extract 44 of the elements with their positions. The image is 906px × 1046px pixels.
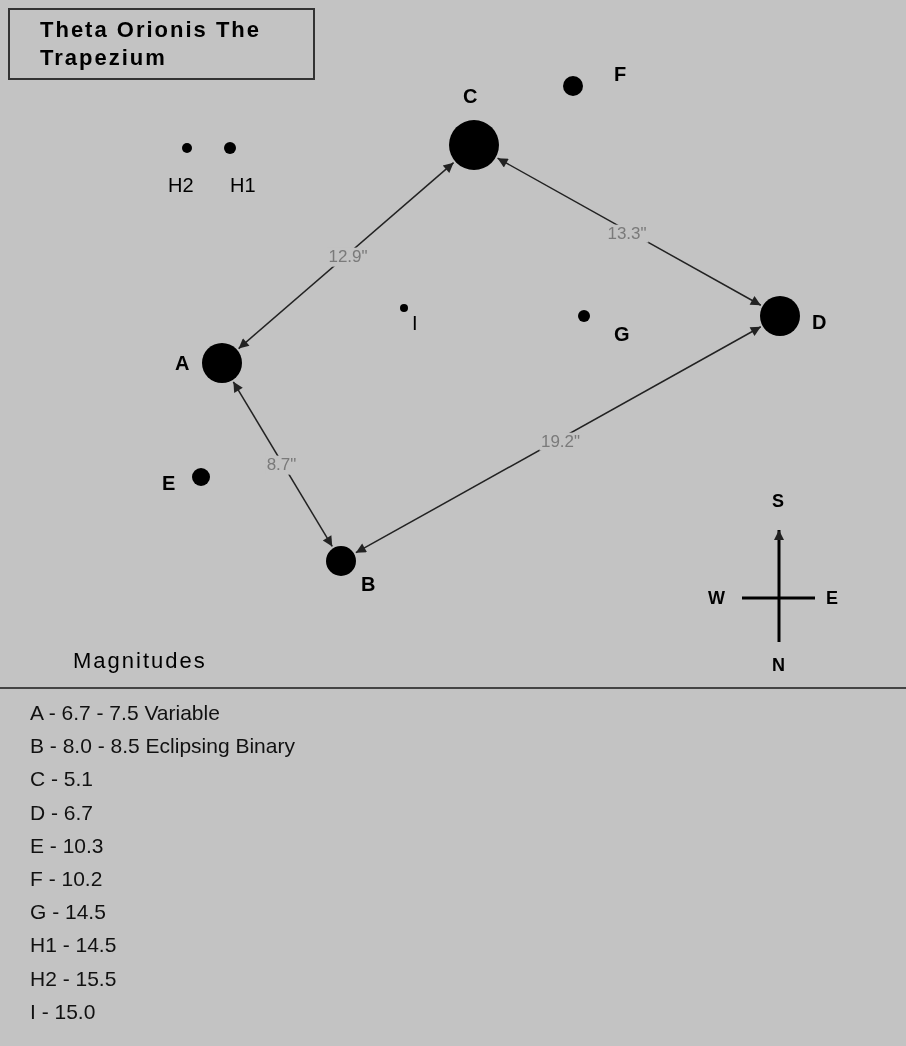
double-arrow xyxy=(496,157,762,306)
double-arrow xyxy=(355,325,762,554)
star-dot xyxy=(326,546,356,576)
star-label: G xyxy=(614,324,630,344)
star-label: A xyxy=(175,353,190,373)
star-dot xyxy=(202,343,242,383)
star-dot xyxy=(400,304,408,312)
compass-label: S xyxy=(772,492,784,510)
magnitude-entry: I - 15.0 xyxy=(30,1000,96,1022)
star-dot xyxy=(192,468,210,486)
star-label: D xyxy=(812,312,827,332)
magnitude-entry: D - 6.7 xyxy=(30,801,94,823)
magnitude-entry: B - 8.0 - 8.5 Eclipsing Binary xyxy=(30,735,295,757)
magnitudes-heading: Magnitudes xyxy=(73,650,207,672)
star-label: C xyxy=(463,86,478,106)
edge-label: 19.2" xyxy=(538,432,583,451)
compass-label: W xyxy=(708,589,725,607)
star-dot xyxy=(760,296,800,336)
star-label: F xyxy=(614,64,627,84)
star-dot xyxy=(563,76,583,96)
magnitude-entry: E - 10.3 xyxy=(30,834,104,856)
double-arrow xyxy=(237,161,455,350)
star-dot xyxy=(449,120,499,170)
star-label: B xyxy=(361,574,376,594)
double-arrow xyxy=(232,381,333,548)
star-dot xyxy=(578,310,590,322)
star-dot xyxy=(182,143,192,153)
magnitude-entry: C - 5.1 xyxy=(30,768,94,790)
edge-label: 8.7" xyxy=(264,455,299,475)
edge-label: 12.9" xyxy=(326,247,370,267)
star-label: H2 xyxy=(168,175,194,195)
edge-label: 13.3" xyxy=(605,224,649,243)
star-dot xyxy=(224,142,236,154)
compass-label: N xyxy=(772,656,785,674)
magnitude-entry: A - 6.7 - 7.5 Variable xyxy=(30,702,220,723)
magnitude-entry: G - 14.5 xyxy=(30,901,106,923)
magnitude-entry: F - 10.2 xyxy=(30,868,103,889)
magnitude-entry: H2 - 15.5 xyxy=(30,967,117,989)
compass-label: E xyxy=(826,589,838,607)
star-label: I xyxy=(412,313,418,333)
magnitude-entry: H1 - 14.5 xyxy=(30,934,117,956)
title-box: Theta Orionis The Trapezium xyxy=(8,8,315,80)
star-label: H1 xyxy=(230,175,256,195)
star-label: E xyxy=(162,473,176,493)
